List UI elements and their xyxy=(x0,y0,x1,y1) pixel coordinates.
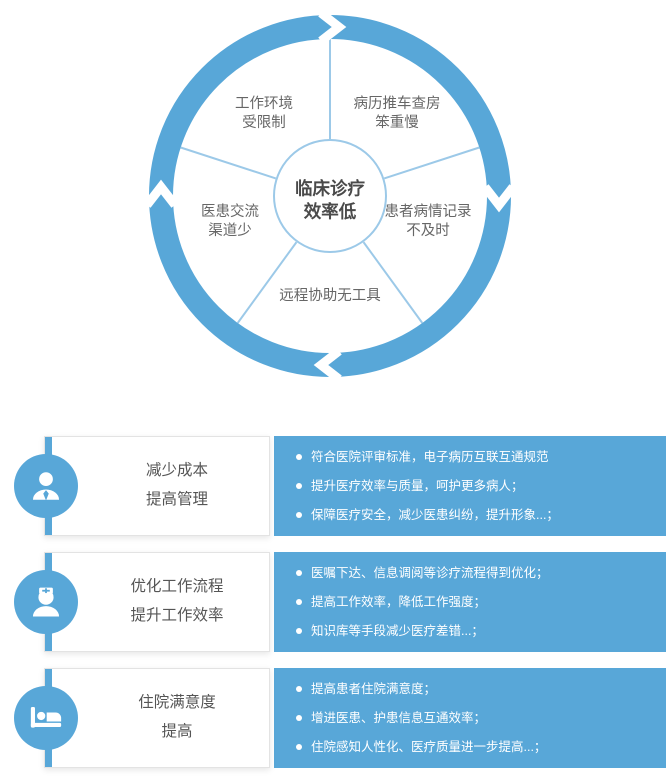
bullet-text: 提高工作效率，降低工作强度； xyxy=(311,594,487,609)
person-glyph xyxy=(32,472,60,501)
bullet-text: 住院感知人性化、医疗质量进一步提高...； xyxy=(311,740,547,755)
bullet-item: 提高工作效率，降低工作强度； xyxy=(296,594,650,610)
wheel-center-label-line1: 临床诊疗 xyxy=(295,179,365,199)
wheel-segment-label: 渠道少 xyxy=(208,222,252,239)
bullet-dot-icon xyxy=(296,512,302,519)
benefit-title-line2: 提高管理 xyxy=(145,491,208,508)
divider-line xyxy=(180,146,277,180)
wheel-segment-label: 病历推车查房 xyxy=(354,95,441,112)
bullet-item: 增进医患、护患信息互通效率； xyxy=(296,710,650,726)
chevron-right-icon xyxy=(318,9,347,45)
patient-bed-icon xyxy=(14,686,78,750)
bullet-dot-icon xyxy=(296,569,302,576)
bullet-dot-icon xyxy=(296,453,302,460)
divider-line xyxy=(383,146,480,180)
bullet-text: 符合医院评审标准，电子病历互联互通规范 xyxy=(311,449,549,464)
benefit-title-line2: 提高 xyxy=(161,723,193,740)
benefit-row: 减少成本 提高管理 符合医院评审标准，电子病历互联互通规范 提升医疗效率与质量，… xyxy=(0,436,666,536)
bullet-text: 提升医疗效率与质量，呵护更多病人； xyxy=(311,478,524,493)
benefit-row: 优化工作流程 提升工作效率 医嘱下达、信息调阅等诊疗流程得到优化； 提高工作效率… xyxy=(0,552,666,652)
bullet-dot-icon xyxy=(296,744,302,751)
wheel-segment-label: 患者病情记录 xyxy=(385,203,472,220)
bullet-item: 符合医院评审标准，电子病历互联互通规范 xyxy=(296,449,650,465)
bullet-item: 保障医疗安全，减少医患纠纷，提升形象...； xyxy=(296,507,650,523)
benefit-title-box: 优化工作流程 提升工作效率 xyxy=(44,552,270,652)
bullet-text: 增进医患、护患信息互通效率； xyxy=(311,710,487,725)
bullet-dot-icon xyxy=(296,598,302,605)
admin-person-icon xyxy=(14,454,78,518)
wheel-segment-label: 医患交流 xyxy=(201,202,259,220)
bullet-dot-icon xyxy=(296,628,302,635)
benefit-title-line1: 住院满意度 xyxy=(138,694,216,712)
bullet-item: 提升医疗效率与质量，呵护更多病人； xyxy=(296,478,650,494)
benefit-rows: 减少成本 提高管理 符合医院评审标准，电子病历互联互通规范 提升医疗效率与质量，… xyxy=(0,410,666,768)
benefit-row: 住院满意度 提高 提高患者住院满意度； 增进医患、护患信息互通效率； 住院感知人… xyxy=(0,668,666,768)
bed-glyph xyxy=(30,707,62,728)
bullet-dot-icon xyxy=(296,685,302,692)
bullet-text: 医嘱下达、信息调阅等诊疗流程得到优化； xyxy=(311,565,549,580)
problem-wheel-svg: 临床诊疗 效率低 工作环境 受限制 病历推车查房 笨重慢 患者病情记录 不及时 … xyxy=(143,9,517,383)
benefit-title-line1: 优化工作流程 xyxy=(130,578,224,596)
benefit-details-box: 医嘱下达、信息调阅等诊疗流程得到优化； 提高工作效率，降低工作强度； 知识库等手… xyxy=(274,552,666,652)
benefit-details-box: 提高患者住院满意度； 增进医患、护患信息互通效率； 住院感知人性化、医疗质量进一… xyxy=(274,668,666,768)
bullet-item: 住院感知人性化、医疗质量进一步提高...； xyxy=(296,739,650,755)
wheel-ring xyxy=(149,15,511,377)
bullet-dot-icon xyxy=(296,482,302,489)
bullet-item: 医嘱下达、信息调阅等诊疗流程得到优化； xyxy=(296,565,650,581)
nurse-glyph xyxy=(32,587,60,617)
bullet-text: 提高患者住院满意度； xyxy=(311,681,437,696)
problem-wheel: 临床诊疗 效率低 工作环境 受限制 病历推车查房 笨重慢 患者病情记录 不及时 … xyxy=(143,9,517,383)
bullet-item: 提高患者住院满意度； xyxy=(296,681,650,697)
bullet-text: 知识库等手段减少医疗差错...； xyxy=(311,624,484,639)
wheel-hub xyxy=(273,139,387,253)
divider-line xyxy=(236,241,298,324)
bullet-dot-icon xyxy=(296,714,302,721)
wheel-segment-label: 不及时 xyxy=(406,222,450,239)
chevron-left-icon xyxy=(313,347,342,383)
benefit-title-line2: 提升工作效率 xyxy=(130,607,224,624)
wheel-segment-label: 工作环境 xyxy=(235,94,293,112)
wheel-center-label-line2: 效率低 xyxy=(304,202,357,222)
bullet-item: 知识库等手段减少医疗差错...； xyxy=(296,623,650,639)
chevron-up-icon xyxy=(143,179,179,208)
benefit-title-line1: 减少成本 xyxy=(145,462,208,480)
wheel-segment-label: 笨重慢 xyxy=(375,114,419,131)
nurse-icon xyxy=(14,570,78,634)
wheel-segment-label: 远程协助无工具 xyxy=(279,287,381,304)
bullet-text: 保障医疗安全，减少医患纠纷，提升形象...； xyxy=(311,508,559,523)
benefit-details-box: 符合医院评审标准，电子病历互联互通规范 提升医疗效率与质量，呵护更多病人； 保障… xyxy=(274,436,666,536)
wheel-segment-label: 受限制 xyxy=(242,114,286,131)
benefit-title-box: 住院满意度 提高 xyxy=(44,668,270,768)
divider-line xyxy=(362,241,424,324)
chevron-down-icon xyxy=(481,184,517,213)
